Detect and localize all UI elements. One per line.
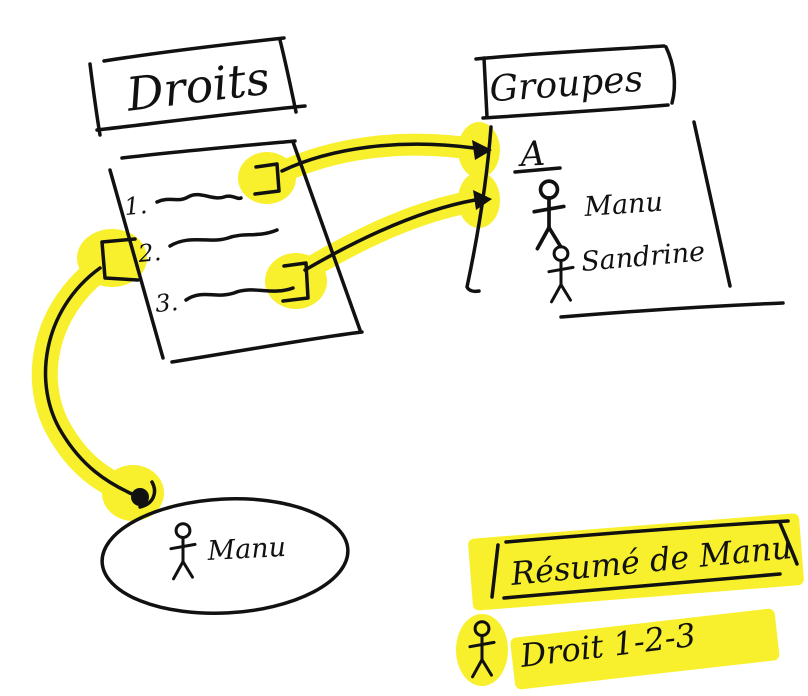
person-icon bbox=[547, 245, 575, 304]
box-edge bbox=[88, 62, 102, 137]
box-edge bbox=[465, 125, 493, 294]
right-item-number: 3. bbox=[154, 288, 179, 318]
right-item-number: 1. bbox=[123, 191, 148, 221]
box-edge bbox=[108, 168, 165, 360]
frame-edge bbox=[778, 521, 799, 566]
box-edge bbox=[120, 139, 297, 160]
highlight-arrow-2 bbox=[292, 189, 492, 283]
frame-edge bbox=[502, 572, 782, 600]
arrow-3-scribble-curl bbox=[138, 480, 157, 509]
groupes-list-box bbox=[465, 120, 785, 319]
member-name: Manu bbox=[582, 187, 663, 223]
frame-edge bbox=[504, 519, 790, 544]
arrow-1-head bbox=[472, 140, 492, 160]
droits-title-box bbox=[88, 36, 307, 137]
bracket-right-3 bbox=[281, 261, 310, 303]
group-a-underline bbox=[513, 166, 562, 174]
ink-strokes bbox=[43, 36, 799, 679]
arrow-3-scribble-head bbox=[131, 488, 149, 506]
right-1-scribble bbox=[155, 192, 243, 204]
box-edge bbox=[482, 56, 489, 119]
box-edge bbox=[559, 301, 785, 319]
box-edge bbox=[692, 120, 732, 288]
bracket-left-2 bbox=[100, 237, 140, 282]
box-edge bbox=[170, 330, 364, 364]
person-icon bbox=[532, 179, 566, 251]
right-3-scribble bbox=[184, 286, 295, 302]
bubble-member-name: Manu bbox=[206, 532, 287, 567]
box-edge bbox=[95, 104, 307, 132]
frame-edge bbox=[490, 543, 500, 599]
arrow-2-head bbox=[473, 190, 492, 210]
box-edge bbox=[278, 38, 298, 114]
highlight-band-summary-rights bbox=[510, 608, 780, 690]
right-2-scribble bbox=[168, 228, 279, 248]
highlight-arrow-3 bbox=[31, 253, 149, 508]
arrow-3-line bbox=[43, 266, 134, 496]
person-icon bbox=[169, 522, 197, 581]
group-a-label: A bbox=[516, 134, 546, 175]
arrowheads bbox=[131, 140, 492, 506]
arrow-1-line bbox=[280, 142, 476, 173]
member-name: Sandrine bbox=[580, 236, 706, 278]
box-edge bbox=[664, 45, 677, 105]
box-edge bbox=[291, 140, 362, 332]
user-bubble-outline bbox=[100, 496, 350, 616]
summary-title-frame bbox=[490, 519, 799, 600]
droits-list-box bbox=[108, 139, 364, 364]
box-edge bbox=[481, 103, 670, 120]
arrow-2-line bbox=[303, 198, 477, 272]
groupes-title-box bbox=[474, 44, 677, 120]
bracket-right-1 bbox=[253, 162, 281, 196]
box-edge bbox=[102, 36, 286, 63]
right-item-number: 2. bbox=[136, 238, 162, 268]
box-edge bbox=[474, 44, 666, 61]
groupes-title: Groupes bbox=[488, 59, 644, 111]
